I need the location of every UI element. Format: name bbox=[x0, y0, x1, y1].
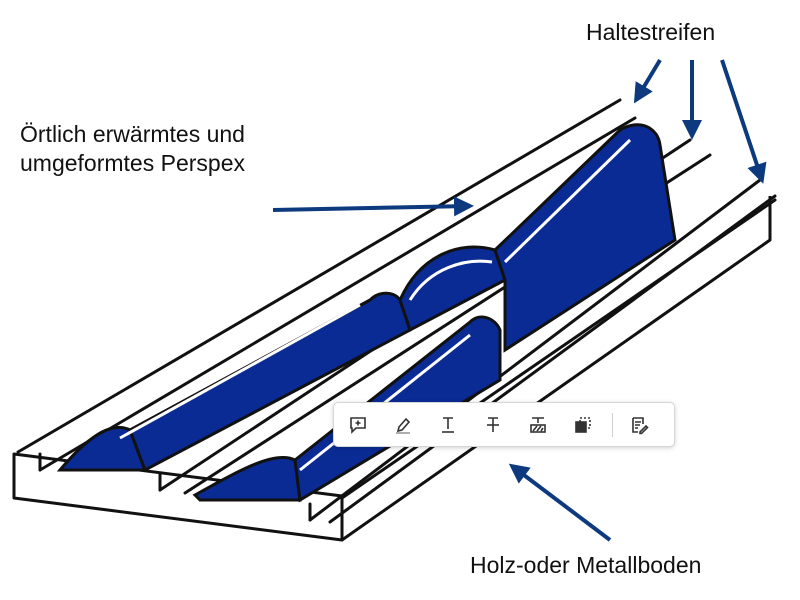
strikethrough-icon bbox=[487, 416, 499, 432]
perspex-label: Örtlich erwärmtes und umgeformtes Perspe… bbox=[20, 120, 245, 178]
arrows bbox=[272, 58, 767, 542]
text-box-icon bbox=[530, 416, 546, 433]
add-comment-icon bbox=[350, 416, 366, 434]
holding-strips-label: Haltestreifen bbox=[586, 19, 716, 45]
toolbar-separator bbox=[612, 412, 613, 437]
arrow-strip-3 bbox=[720, 59, 767, 184]
highlight-button[interactable] bbox=[385, 408, 421, 442]
highlight-pen-icon bbox=[396, 417, 411, 434]
annotation-toolbar bbox=[333, 402, 675, 447]
perspex-label-line2: umgeformtes Perspex bbox=[20, 149, 245, 176]
perspex-label-line1: Örtlich erwärmtes und bbox=[20, 121, 245, 147]
shape-button[interactable] bbox=[565, 408, 601, 442]
underline-button[interactable] bbox=[430, 408, 466, 442]
perspex-part-left bbox=[56, 123, 677, 473]
edit-notes-icon bbox=[632, 416, 649, 434]
arrow-perspex bbox=[272, 196, 474, 217]
shape-icon bbox=[575, 416, 591, 433]
edit-notes-button[interactable] bbox=[621, 408, 657, 442]
text-box-button[interactable] bbox=[520, 408, 556, 442]
arrow-base bbox=[508, 463, 612, 542]
base-label: Holz-oder Metallboden bbox=[470, 552, 702, 578]
strikethrough-button[interactable] bbox=[475, 408, 511, 442]
add-comment-button[interactable] bbox=[340, 408, 376, 442]
text-underline-icon bbox=[442, 416, 454, 433]
arrow-strip-1 bbox=[633, 58, 662, 104]
